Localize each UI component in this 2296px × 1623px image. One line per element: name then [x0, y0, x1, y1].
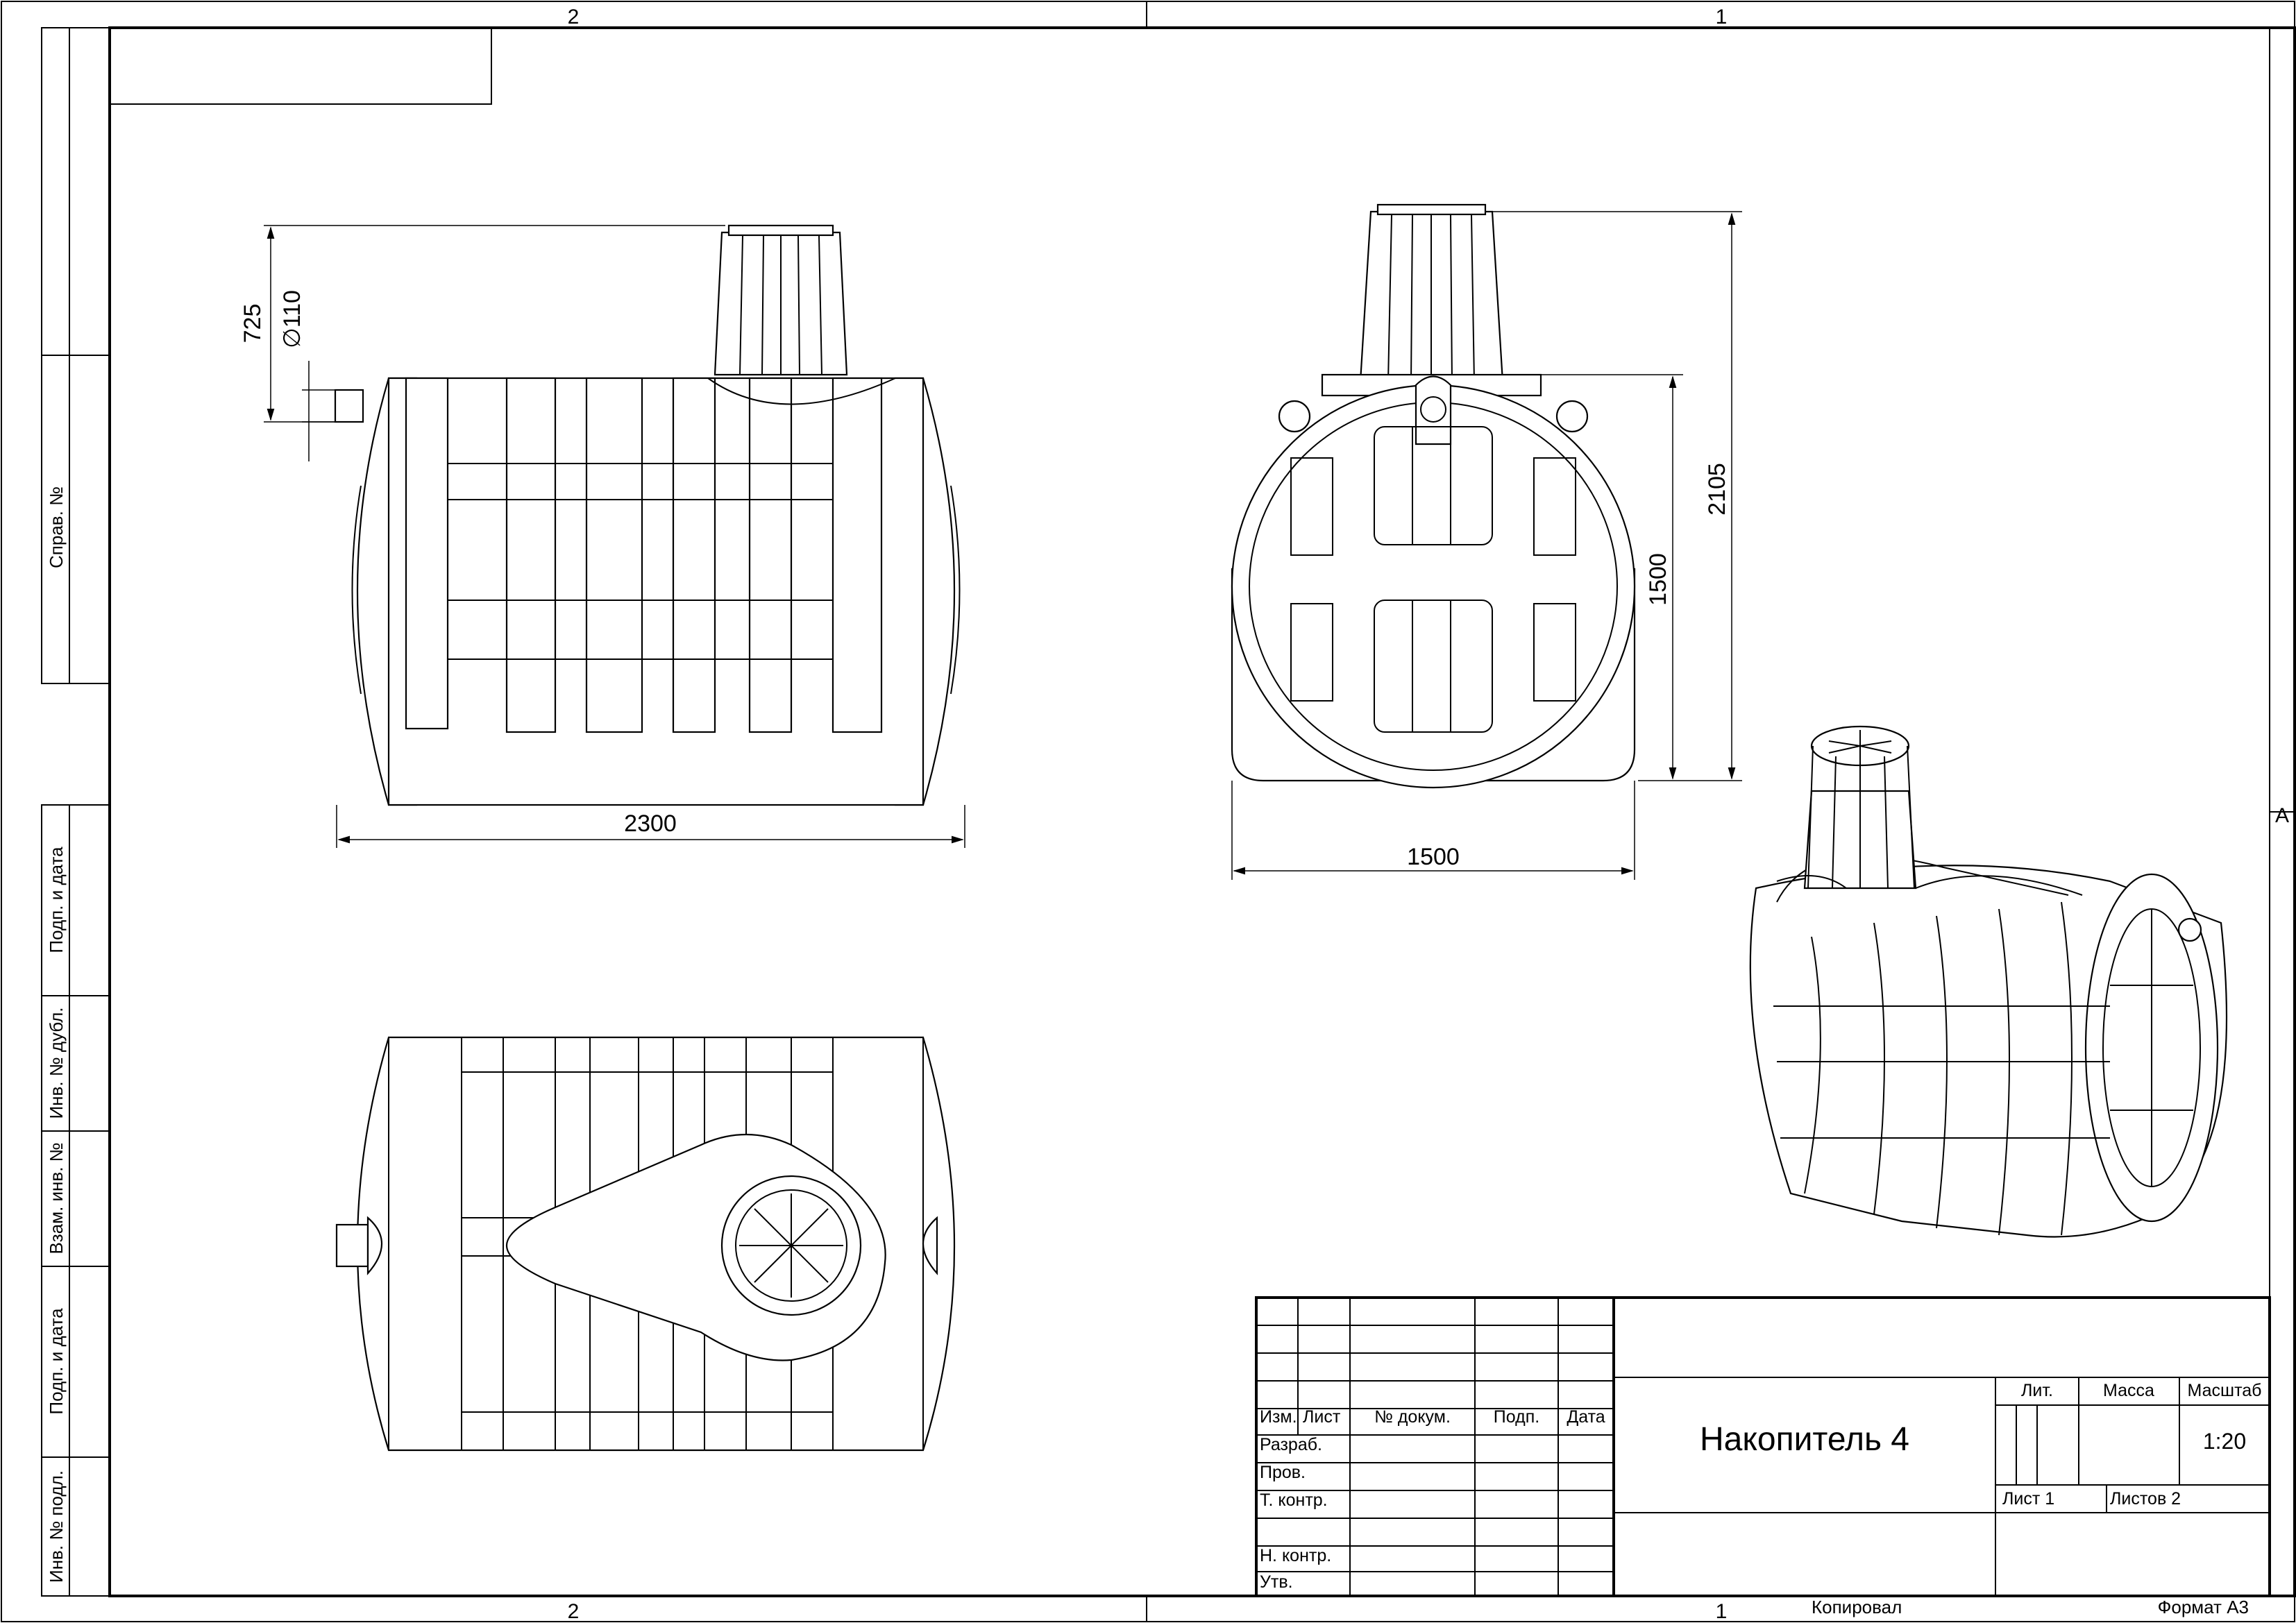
- copied-label: Копировал: [1812, 1597, 1902, 1617]
- side-view: [1231, 203, 1636, 789]
- sheet-count: Листов 2: [2110, 1489, 2181, 1509]
- format-label: Формат А3: [2158, 1597, 2249, 1617]
- dimension-body-height: 1500: [1645, 553, 1671, 606]
- isometric-view: [1749, 725, 2228, 1238]
- side-dimensions: [1231, 211, 1742, 880]
- inv-orig-label: Инв. № подл.: [46, 1470, 67, 1583]
- dimension-overall-length: 2300: [624, 810, 677, 837]
- row-developed: Разраб.: [1260, 1435, 1322, 1454]
- title-block-frame: [1255, 1296, 2271, 1597]
- scale-label: Масштаб: [2188, 1381, 2262, 1400]
- inv-dup-label: Инв. № дубл.: [46, 1007, 67, 1119]
- dimension-neck-height: 725: [239, 304, 266, 343]
- front-dimensions: [264, 225, 965, 848]
- row-approved: Утв.: [1260, 1572, 1293, 1592]
- col-date: Дата: [1567, 1407, 1605, 1427]
- replaced-inv-label: Взам. инв. №: [46, 1142, 67, 1254]
- mass-label: Масса: [2103, 1381, 2154, 1400]
- zone-label-top-right: 1: [1716, 6, 1728, 28]
- dimension-total-height: 2105: [1704, 463, 1730, 516]
- ref-no-label: Справ. №: [46, 486, 67, 568]
- row-norm-control: Н. контр.: [1260, 1546, 1331, 1565]
- sign-date-label-2: Подп. и дата: [46, 1308, 67, 1415]
- front-view: [334, 224, 961, 806]
- row-checked: Пров.: [1260, 1463, 1306, 1482]
- zone-label-top-left: 2: [568, 6, 580, 28]
- zone-label-bottom-right: 1: [1716, 1600, 1728, 1623]
- col-doc-no: № докум.: [1374, 1407, 1451, 1427]
- zone-label-right: A: [2275, 804, 2289, 827]
- top-view: [335, 1036, 956, 1452]
- drawing-title: Накопитель 4: [1700, 1421, 1909, 1458]
- sign-date-label-1: Подп. и дата: [46, 847, 67, 953]
- col-sheet: Лист: [1303, 1407, 1341, 1427]
- sheet-number: Лист 1: [2002, 1489, 2054, 1509]
- col-sign: Подп.: [1494, 1407, 1539, 1427]
- zone-label-bottom-left: 2: [568, 1600, 580, 1623]
- lit-label: Лит.: [2021, 1381, 2053, 1400]
- left-strip: [41, 27, 110, 1597]
- dimension-side-width: 1500: [1407, 844, 1460, 870]
- row-tech-control: Т. контр.: [1260, 1490, 1328, 1510]
- scale-value: 1:20: [2203, 1429, 2246, 1454]
- col-change: Изм.: [1260, 1407, 1297, 1427]
- dimension-pipe-diameter: ∅110: [279, 290, 305, 348]
